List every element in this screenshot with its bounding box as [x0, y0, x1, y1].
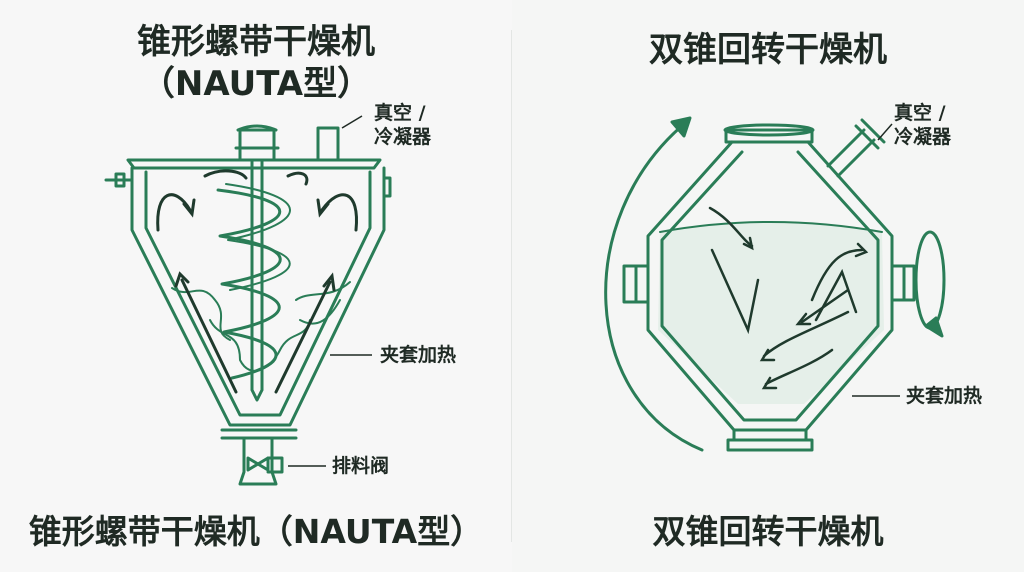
nauta-drive	[234, 128, 280, 162]
nauta-discharge-pipe	[238, 436, 278, 486]
double-cone-dryer-diagram	[604, 116, 946, 452]
double-cone-vapor-nozzle	[826, 118, 886, 178]
nauta-vapor-outlet	[316, 126, 340, 162]
nauta-label-discharge: 排料阀	[332, 455, 390, 477]
double-cone-inner-shell	[660, 150, 880, 422]
panel-nauta: 锥形螺带干燥机 （NAUTA型）	[28, 22, 484, 551]
double-cone-spin-arrow	[914, 230, 946, 330]
nauta-dryer-diagram	[104, 115, 392, 486]
double-cone-title: 双锥回转干燥机	[649, 30, 887, 70]
double-cone-right-trunnion	[890, 264, 916, 302]
nauta-lid	[126, 158, 382, 170]
nauta-caption: 锥形螺带干燥机（NAUTA型）	[28, 512, 484, 551]
double-cone-label-jacket: 夹套加热	[906, 385, 983, 407]
panel-divider	[511, 30, 512, 542]
nauta-side-nozzle	[104, 172, 134, 188]
double-cone-label-vacuum: 真空 /	[894, 102, 946, 124]
nauta-inner-shell	[144, 170, 372, 417]
nauta-label-vacuum: 真空 /	[374, 102, 426, 124]
nauta-screw-flight	[216, 188, 282, 380]
double-cone-outer-shell	[646, 140, 894, 432]
double-cone-liquid-level	[659, 221, 883, 233]
double-cone-label-condenser: 冷凝器	[894, 126, 952, 148]
double-cone-caption: 双锥回转干燥机	[652, 512, 884, 551]
panel-double-cone: 双锥回转干燥机	[512, 0, 1024, 572]
double-cone-bottom-flange	[726, 428, 814, 452]
nauta-label-jacket: 夹套加热	[380, 344, 457, 366]
nauta-label-condenser: 冷凝器	[374, 126, 432, 148]
nauta-valve-body	[246, 456, 270, 472]
double-cone-flow-arrows	[708, 206, 869, 390]
nauta-flow-arrows	[156, 169, 359, 394]
double-cone-left-trunnion	[622, 264, 650, 304]
nauta-bottom-flange	[220, 428, 298, 440]
nauta-outer-shell	[130, 166, 386, 427]
nauta-title-line1: 锥形螺带干燥机	[137, 22, 375, 62]
double-cone-rotation-arrow	[604, 122, 704, 452]
double-cone-top-flange	[724, 128, 814, 144]
nauta-title-line2: （NAUTA型）	[140, 64, 372, 104]
